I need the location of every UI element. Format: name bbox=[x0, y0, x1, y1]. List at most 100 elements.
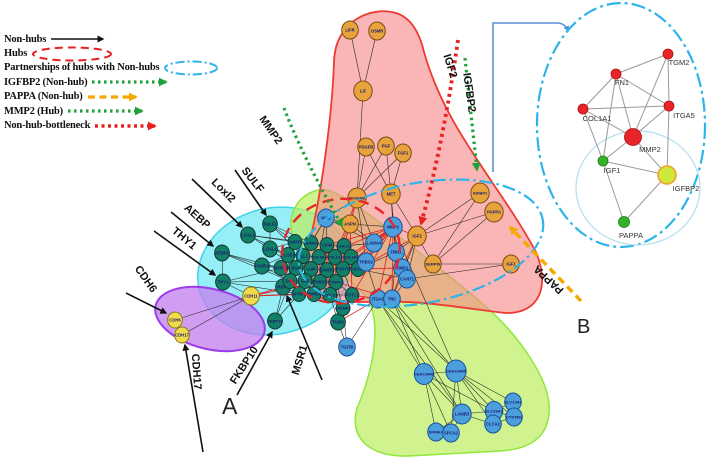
edge bbox=[356, 152, 404, 199]
node-label: THY1 bbox=[218, 280, 229, 285]
node-label: THBS2 bbox=[359, 260, 373, 265]
node-label: CDH11 bbox=[244, 294, 258, 299]
msr1-arrow-label: MSR1 bbox=[290, 344, 310, 377]
node-FGF1: FGF1 bbox=[394, 143, 412, 163]
node-circle bbox=[484, 201, 504, 223]
panel-b-bracket bbox=[492, 22, 570, 172]
node-circle bbox=[484, 414, 502, 434]
node-circle bbox=[215, 273, 231, 291]
node-circle bbox=[663, 100, 675, 112]
legend-item-6: Non-hub-bottleneck bbox=[4, 118, 304, 132]
node-label: TIMP1 bbox=[396, 266, 409, 271]
edge bbox=[391, 298, 463, 415]
node-label: TGM2 bbox=[669, 58, 690, 67]
node-c23: FSTL1 bbox=[344, 287, 360, 303]
node-c2: ADAM12 bbox=[303, 235, 320, 251]
node-circle bbox=[353, 80, 373, 102]
node-circle bbox=[381, 183, 401, 205]
node-OSMR: OSMR bbox=[368, 21, 386, 41]
legend-item-label: PAPPA (Non-hub) bbox=[4, 91, 83, 103]
legend-item-0: Non-hubs bbox=[4, 32, 304, 46]
node-circle bbox=[262, 240, 278, 258]
edge bbox=[667, 53, 670, 107]
node-label: LIFR bbox=[345, 28, 354, 33]
node-circle bbox=[328, 274, 344, 290]
thy1-arrow bbox=[153, 230, 217, 276]
loxl2-arrow bbox=[191, 178, 244, 228]
node-circle bbox=[240, 226, 256, 244]
legend-item-label: Non-hubs bbox=[4, 33, 47, 45]
fkbp10-arrow bbox=[236, 330, 273, 396]
node-SPCA2: SPCA2 bbox=[442, 423, 460, 443]
node-circle bbox=[452, 403, 472, 425]
edge bbox=[416, 211, 495, 237]
node-CYSTM1: CYSTM1 bbox=[505, 407, 523, 427]
node-label: FOXRA bbox=[255, 264, 270, 269]
igfbp2-arrow bbox=[463, 57, 481, 172]
node-CANT1: CANT1 bbox=[398, 269, 416, 289]
node-IGFBP2A: IGFBP2 bbox=[470, 182, 490, 204]
legend-item-4: PAPPA (Non-hub) bbox=[4, 90, 304, 104]
legend-item-3: IGFBP2 (Non-hub) bbox=[4, 75, 304, 89]
panel-b-label: B bbox=[577, 316, 591, 338]
edge bbox=[181, 295, 252, 336]
node-label: LAMA4 bbox=[367, 241, 382, 246]
node-circle bbox=[424, 254, 442, 274]
cdh17-arrow bbox=[182, 343, 204, 453]
loxl2-arrow-label: Loxl2 bbox=[209, 176, 238, 205]
node-label: PAPPA bbox=[487, 210, 501, 215]
node-LAMA4: LAMA4 bbox=[365, 233, 383, 253]
node-label: ASPN bbox=[344, 222, 356, 227]
edge bbox=[406, 263, 512, 280]
node-label: MMP2 bbox=[639, 145, 661, 154]
node-CEACAM5: CEACAM5 bbox=[445, 359, 467, 383]
node-CDH11: CDH11 bbox=[242, 286, 260, 306]
node-c8: COL1A2 bbox=[327, 249, 344, 265]
edge bbox=[377, 226, 394, 300]
node-label: IGF1 bbox=[506, 262, 516, 267]
node-label: SERPIN bbox=[426, 262, 441, 267]
node-TNC: TNC bbox=[383, 289, 401, 309]
node-FKBP10: FKBP10 bbox=[267, 312, 283, 330]
node-SULF1: SULF1 bbox=[262, 215, 278, 233]
node-circle bbox=[398, 269, 416, 289]
cdh17-arrow-label: CDH17 bbox=[189, 353, 203, 390]
node-label: TLL1 bbox=[298, 254, 309, 259]
node-label: PDGFB bbox=[359, 145, 374, 150]
node-label: FGF1 bbox=[398, 151, 409, 156]
edge bbox=[377, 298, 425, 375]
node-FOXRA: FOXRA bbox=[254, 257, 270, 275]
node-circle bbox=[383, 289, 401, 309]
node-label: CEACAM6 bbox=[414, 372, 435, 377]
edge bbox=[615, 73, 634, 138]
msr1-arrow bbox=[285, 294, 323, 381]
node-PGF: PGF bbox=[377, 136, 395, 156]
node-THY1: THY1 bbox=[215, 273, 231, 291]
node-label: EFEMP2 bbox=[335, 306, 352, 311]
node-label: IGFBP2 bbox=[673, 184, 700, 193]
edge bbox=[602, 160, 668, 176]
node-IGF1A: IGF1 bbox=[502, 254, 520, 274]
node-circle bbox=[267, 312, 283, 330]
node-label: CLCA1 bbox=[486, 422, 501, 427]
node-label: COL1A2 bbox=[327, 255, 343, 260]
edge bbox=[391, 298, 457, 372]
edge bbox=[602, 160, 625, 223]
node-label: SLC13A1 bbox=[504, 400, 522, 405]
node-circle bbox=[445, 359, 467, 383]
node-circle bbox=[343, 249, 359, 265]
node-circle bbox=[365, 233, 383, 253]
node-label: ITGA5 bbox=[372, 297, 385, 302]
node-label: IGF1 bbox=[604, 166, 621, 175]
node-TGFBI: TGFBI bbox=[338, 337, 356, 357]
node-FBN1: FBN1 bbox=[387, 242, 405, 262]
node-circle bbox=[242, 286, 260, 306]
node-label: AMFR bbox=[289, 240, 301, 245]
b-node-TGM2: TGM2 bbox=[662, 48, 690, 67]
legend-symbol-cyan-dashdot-ellipse bbox=[164, 60, 219, 76]
node-label: SLC26A3 bbox=[485, 409, 503, 414]
edge bbox=[377, 298, 457, 372]
node-label: BGN bbox=[291, 266, 300, 271]
